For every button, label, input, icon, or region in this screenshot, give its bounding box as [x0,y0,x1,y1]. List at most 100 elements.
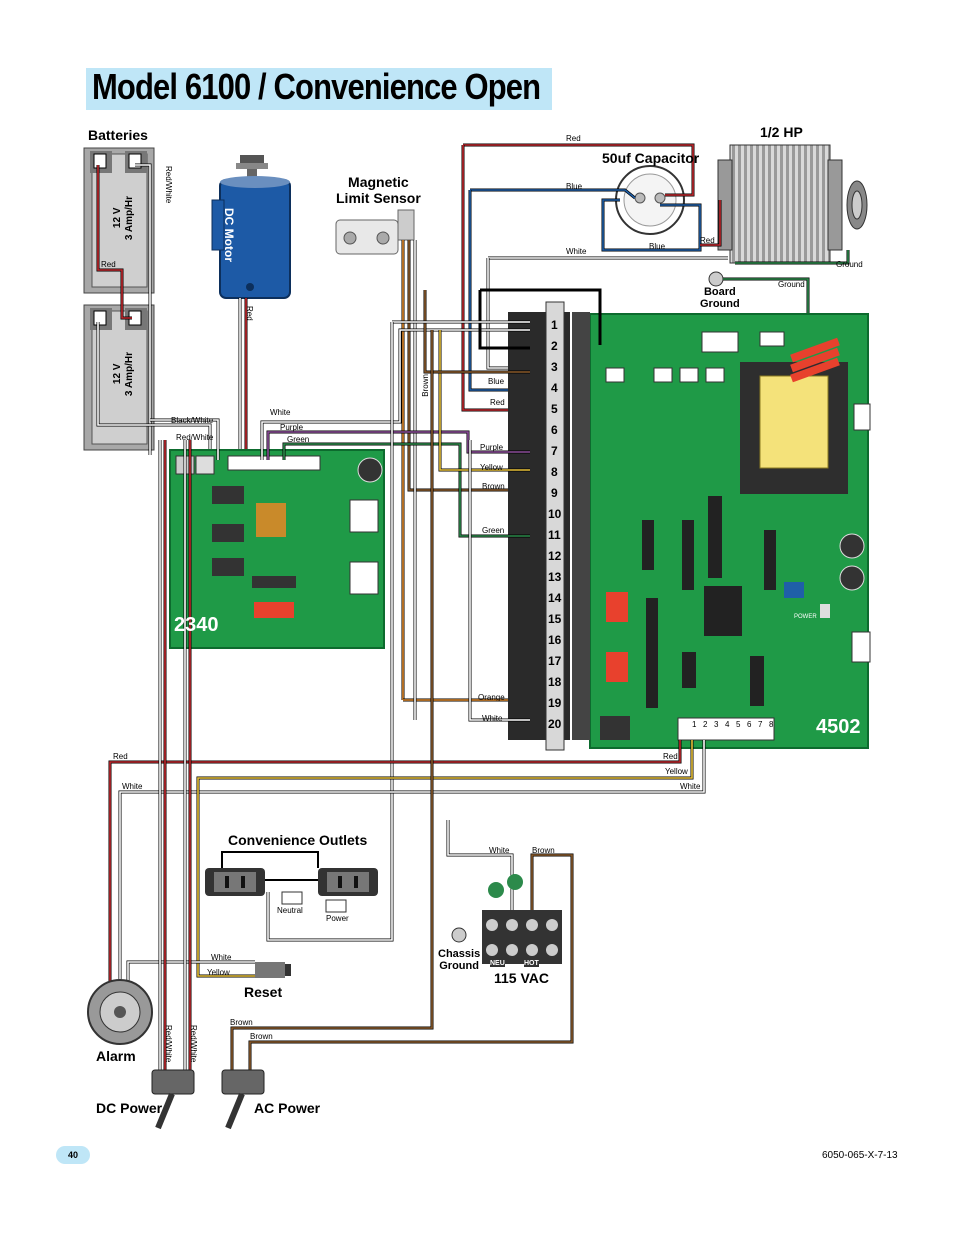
page-number: 40 [56,1146,90,1164]
terminal-number-16: 16 [548,633,562,647]
terminal-number-2: 2 [551,339,558,353]
neutral-label: Neutral [277,906,303,915]
wire-label-t-red: Red [490,398,505,407]
wire-label-red-white-board: Red/White [176,433,214,442]
neu-label: NEU [490,960,505,967]
wire-label-ground-motor: Ground [836,260,863,269]
small-terminal-number-3: 3 [714,720,719,729]
alarm-label: Alarm [96,1048,136,1064]
wire-label-ground-board: Ground [778,280,805,289]
wire-label-t-blue: Blue [488,377,505,386]
wire-label-t-yellow: Yellow [480,463,503,472]
terminal-number-17: 17 [548,654,562,668]
ac-power-label: AC Power [254,1100,321,1116]
ac-motor [717,144,868,264]
wire-label-t-purple: Purple [480,443,504,452]
wire-label-t-brown: Brown [482,482,505,491]
wire-label-motor-red: Red [700,236,715,245]
small-terminal-number-7: 7 [758,720,763,729]
terminal-number-3: 3 [551,360,558,374]
terminal-number-18: 18 [548,675,562,689]
convenience-outlets-label: Convenience Outlets [228,832,368,848]
small-terminal-number-2: 2 [703,720,708,729]
terminal-number-1: 1 [551,318,558,332]
board-4502 [589,313,871,749]
terminal-number-12: 12 [548,549,562,563]
terminal-number-11: 11 [548,528,561,542]
power-label: Power [326,914,349,923]
terminal-number-8: 8 [551,465,558,479]
wire-label-brown-vac: Brown [532,846,555,855]
wire-label-t-green: Green [482,526,505,535]
terminal-number-13: 13 [548,570,562,584]
board-ground-label: Board Ground [700,286,740,310]
dc-power-switch-graphic [151,1069,195,1130]
wire-label-white-bottom-right: White [680,782,701,791]
wire-label-brown-vertical: Brown [421,374,430,397]
capacitor [615,165,685,235]
ac-terminal-block [482,874,562,964]
reset-button-graphic [255,962,291,978]
document-id: 6050-065-X-7-13 [822,1150,898,1161]
page-title: Model 6100 / Convenience Open [92,66,541,107]
battery-1-rating: 12 V 3 Amp/Hr [112,196,135,241]
wire-label-white-vac: White [489,846,510,855]
magnetic-limit-sensor [335,209,415,255]
wire-label-cap-blue: Blue [566,182,583,191]
wire-label-black-white: Black/White [171,416,214,425]
terminal-number-5: 5 [551,402,558,416]
wire-label-red-white-top: Red/White [164,166,173,204]
ac-power-switch-graphic [221,1069,265,1130]
terminal-number-6: 6 [551,423,558,437]
capacitor-label: 50uf Capacitor [602,150,700,166]
vac-label: 115 VAC [494,970,549,986]
wire-label-red-bottom-left: Red [113,752,128,761]
alarm-graphic [87,979,153,1045]
convenience-outlet-2 [318,868,378,896]
dc-motor-label: DC Motor [222,208,236,262]
title-background [86,68,552,110]
small-terminal-number-8: 8 [769,720,774,729]
small-terminal-number-4: 4 [725,720,730,729]
wire-label-cap-white: White [566,247,587,256]
wire-label-cap-red: Red [566,134,581,143]
batteries-label: Batteries [88,127,148,143]
small-terminal-number-1: 1 [692,720,697,729]
terminal-number-4: 4 [551,381,558,395]
hot-label: HOT [524,960,539,967]
wire-label-red-batt: Red [101,260,116,269]
terminal-number-10: 10 [548,507,562,521]
wire-label-yellow-reset: Yellow [207,968,230,977]
wire-label-white-reset: White [211,953,232,962]
magnetic-limit-sensor-label: Magnetic Limit Sensor [336,174,421,206]
terminal-number-9: 9 [551,486,558,500]
power-led-label: POWER [794,614,817,620]
board-4502-label: 4502 [816,716,861,738]
wire-label-red-motor: Red [245,306,254,321]
terminal-number-7: 7 [551,444,558,458]
wire-label-brown-sw1: Brown [230,1018,253,1027]
wire-label-cap-blue2: Blue [649,242,666,251]
wire-label-t-orange: Orange [478,693,505,702]
wire-label-red-bottom-right: Red [663,752,678,761]
dc-power-label: DC Power [96,1100,163,1116]
wire-label-yellow-bottom-right: Yellow [665,767,688,776]
wire-label-purple-2340: Purple [280,423,304,432]
convenience-outlet-1 [205,868,265,896]
wire-label-white-2340: White [270,408,291,417]
board-2340-label: 2340 [174,614,219,636]
wire-label-t-white: White [482,714,503,723]
terminal-strip [508,301,590,751]
wire-label-red-white-sw1: Red/White [164,1025,173,1063]
wire-label-white-bottom-left: White [122,782,143,791]
terminal-number-20: 20 [548,717,562,731]
battery-1 [83,147,155,294]
wire-label-red-white-sw2: Red/White [189,1025,198,1063]
battery-2 [83,304,155,451]
chassis-ground-label: Chassis Ground [438,948,481,972]
reset-label: Reset [244,984,283,1000]
wire-label-green-2340: Green [287,435,310,444]
terminal-number-14: 14 [548,591,562,605]
